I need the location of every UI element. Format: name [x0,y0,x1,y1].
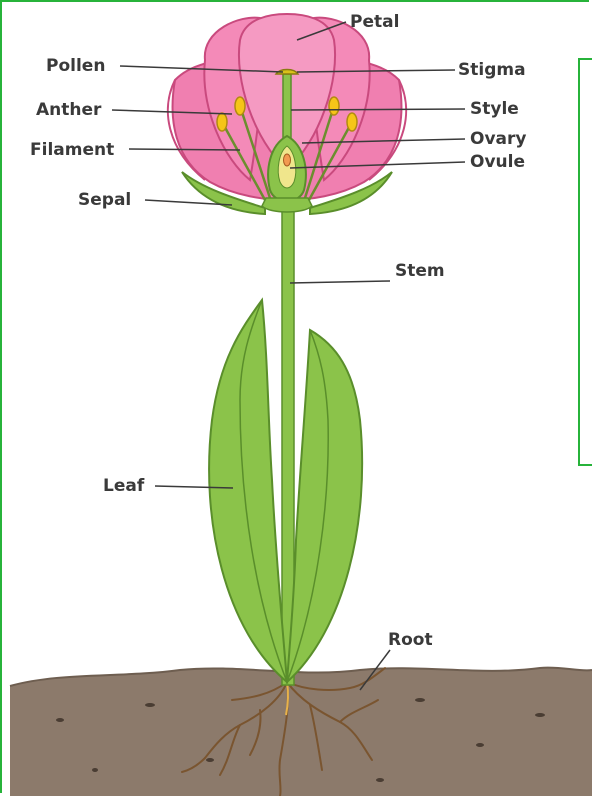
label-sepal: Sepal [78,190,131,210]
label-petal: Petal [350,12,399,32]
label-stem: Stem [395,261,445,281]
label-stigma: Stigma [458,60,526,80]
label-root: Root [388,630,433,650]
side-panel-edge [578,58,592,466]
label-pollen: Pollen [46,56,105,76]
label-ovary: Ovary [470,129,526,149]
label-anther: Anther [36,100,102,120]
label-style: Style [470,99,519,119]
label-filament: Filament [30,140,114,160]
label-ovule: Ovule [470,152,525,172]
label-leaf: Leaf [103,476,145,496]
